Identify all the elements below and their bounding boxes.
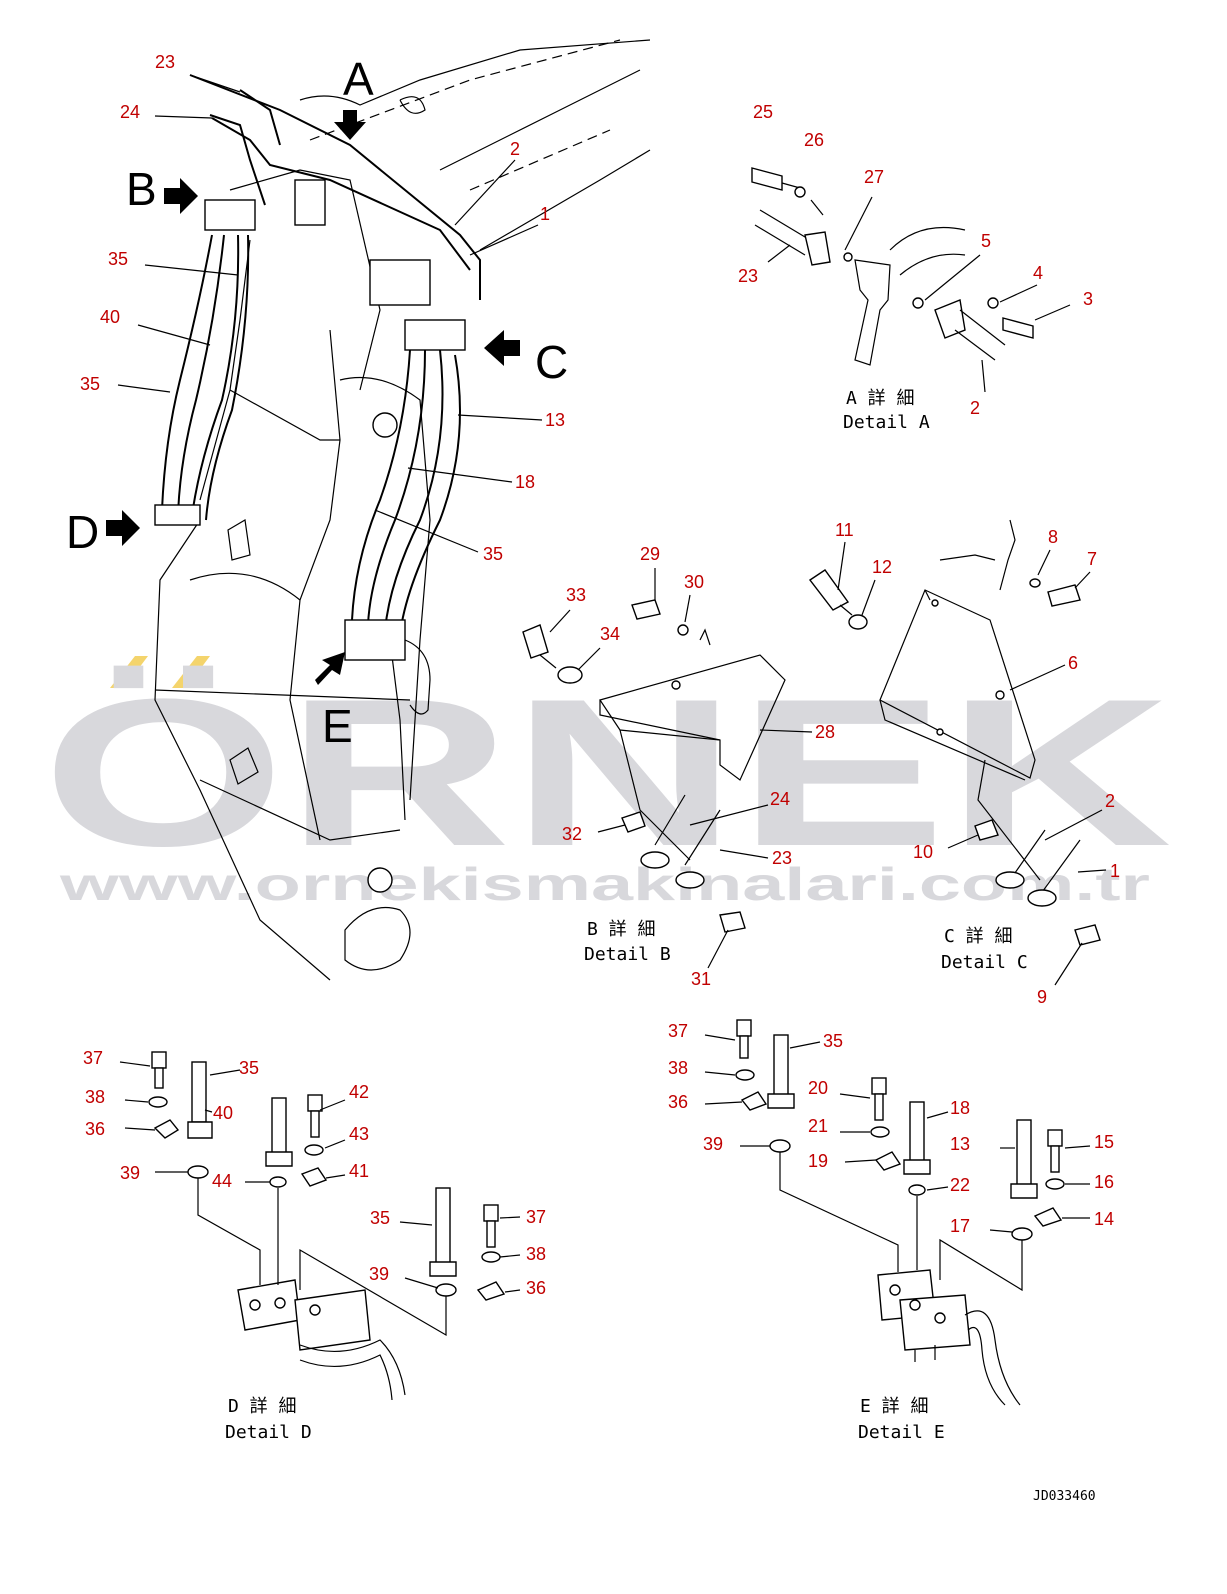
callout: 18	[950, 1098, 970, 1118]
callout: 13	[545, 410, 565, 430]
callout: 1	[540, 204, 550, 224]
view-letter-b: B	[126, 163, 157, 215]
callout: 21	[808, 1116, 828, 1136]
callout: 31	[691, 969, 711, 989]
callout: 41	[349, 1161, 369, 1181]
callout: 2	[970, 398, 980, 418]
detail-c: 11 8 12 7 6 2 10 1 9 C 詳 細 Detail C	[808, 519, 1120, 1007]
main-callouts: 23 24 2 1 35 40 35 13 18 35	[80, 52, 565, 564]
callout: 29	[640, 544, 660, 564]
detail-e-en-label: Detail E	[858, 1422, 945, 1443]
arrow-e-icon	[315, 652, 345, 685]
callout: 22	[950, 1175, 970, 1195]
callout: 34	[600, 624, 620, 644]
callout: 5	[981, 231, 991, 251]
callout: 35	[823, 1031, 843, 1051]
detail-d: 37 35 42 38 40 43 36 41 39 44 35 37 38 3…	[83, 1048, 546, 1443]
callout: 1	[1110, 861, 1120, 881]
detail-a-jp-label: A 詳 細	[846, 388, 915, 409]
detail-d-en-label: Detail D	[225, 1422, 312, 1443]
callout: 15	[1094, 1132, 1114, 1152]
detail-b-jp-label: B 詳 細	[587, 919, 656, 940]
callout: 36	[526, 1278, 546, 1298]
arrow-d-icon	[106, 510, 140, 546]
view-arrows: A B C D E	[66, 53, 568, 752]
callout: 30	[684, 572, 704, 592]
callout: 7	[1087, 549, 1097, 569]
callout: 35	[108, 249, 128, 269]
detail-e: 37 35 38 20 18 36 21 13 15 39 19 16 22 1…	[668, 1019, 1114, 1443]
detail-b-en-label: Detail B	[584, 944, 671, 965]
detail-c-en-label: Detail C	[941, 952, 1028, 973]
callout: 25	[753, 102, 773, 122]
callout: 11	[835, 520, 854, 540]
callout: 43	[349, 1124, 369, 1144]
callout: 38	[526, 1244, 546, 1264]
drawing-number: JD033460	[1033, 1489, 1096, 1504]
view-letter-c: C	[535, 336, 568, 388]
callout: 18	[515, 472, 535, 492]
arrow-a-icon	[334, 110, 366, 140]
detail-d-jp-label: D 詳 細	[228, 1396, 297, 1417]
callout: 4	[1033, 263, 1043, 283]
callout: 39	[369, 1264, 389, 1284]
detail-b: 29 30 33 34 28 24 32 23 31 B 詳 細 Detail …	[522, 544, 835, 989]
callout: 14	[1094, 1209, 1114, 1229]
callout: 27	[864, 167, 884, 187]
callout: 12	[872, 557, 892, 577]
callout: 6	[1068, 653, 1078, 673]
callout: 39	[703, 1134, 723, 1154]
arrow-c-icon	[484, 330, 520, 366]
callout: 9	[1037, 987, 1047, 1007]
callout: 35	[239, 1058, 259, 1078]
callout: 23	[772, 848, 792, 868]
callout: 35	[80, 374, 100, 394]
callout: 39	[120, 1163, 140, 1183]
callout: 20	[808, 1078, 828, 1098]
callout: 13	[950, 1134, 970, 1154]
main-boom-view	[154, 39, 651, 981]
watermark: ÖRNEK www.ornekismakinalari.com.tr	[42, 655, 1172, 910]
callout: 2	[1105, 791, 1115, 811]
callout: 28	[815, 722, 835, 742]
callout: 17	[950, 1216, 970, 1236]
callout: 24	[120, 102, 140, 122]
callout: 32	[562, 824, 582, 844]
watermark-brand: ÖRNEK	[42, 655, 1172, 890]
callout: 44	[212, 1171, 232, 1191]
callout: 36	[85, 1119, 105, 1139]
callout: 37	[83, 1048, 103, 1068]
callout: 37	[526, 1207, 546, 1227]
arrow-b-icon	[164, 178, 198, 214]
detail-a-en-label: Detail A	[843, 412, 930, 433]
view-letter-e: E	[322, 700, 353, 752]
callout: 8	[1048, 527, 1058, 547]
callout: 19	[808, 1151, 828, 1171]
callout: 33	[566, 585, 586, 605]
callout: 36	[668, 1092, 688, 1112]
callout: 26	[804, 130, 824, 150]
callout: 42	[349, 1082, 369, 1102]
callout: 10	[913, 842, 933, 862]
callout: 3	[1083, 289, 1093, 309]
view-letter-d: D	[66, 506, 99, 558]
callout: 40	[213, 1103, 233, 1123]
view-letter-a: A	[343, 53, 374, 105]
callout: 40	[100, 307, 120, 327]
callout: 38	[85, 1087, 105, 1107]
watermark-url: www.ornekismakinalari.com.tr	[58, 858, 1150, 910]
callout: 37	[668, 1021, 688, 1041]
callout: 38	[668, 1058, 688, 1078]
callout: 2	[510, 139, 520, 159]
callout: 35	[370, 1208, 390, 1228]
detail-c-jp-label: C 詳 細	[944, 926, 1013, 947]
callout: 23	[738, 266, 758, 286]
callout: 23	[155, 52, 175, 72]
callout: 24	[770, 789, 790, 809]
detail-a: 25 26 27 5 4 3 23 2 A 詳 細 Detail A	[738, 102, 1093, 433]
callout: 35	[483, 544, 503, 564]
detail-e-jp-label: E 詳 細	[860, 1396, 929, 1417]
callout: 16	[1094, 1172, 1114, 1192]
